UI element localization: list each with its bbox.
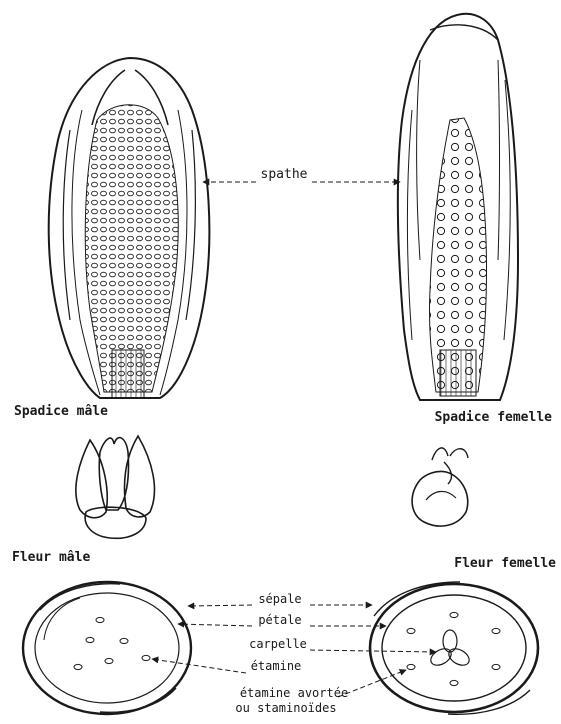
label-petale: pétale [258,613,301,627]
spadice-femelle-illustration [398,14,518,400]
label-fleur-femelle: Fleur femelle [454,556,556,571]
label-fleur-male: Fleur mâle [12,550,90,565]
floral-parts-callouts: sépale pétale carpelle étamine étamine a… [152,592,436,715]
spathe-callout: spathe [203,167,400,182]
diagram-fleur-male [23,582,191,714]
fleur-male-illustration [76,436,155,538]
carpel-trefoil [428,630,472,669]
fleur-femelle-illustration [412,448,468,526]
label-carpelle: carpelle [249,637,307,651]
label-spathe: spathe [261,167,308,182]
label-spadice-femelle: Spadice femelle [435,410,553,425]
label-sepale: sépale [258,592,301,606]
label-etamine-avortee: étamine avortée [240,686,348,700]
label-spadice-male: Spadice mâle [14,404,108,419]
spadice-male-illustration [49,58,210,398]
label-staminoides: ou staminoïdes [235,701,336,715]
label-etamine: étamine [251,659,302,673]
diagram-fleur-femelle [370,582,538,714]
